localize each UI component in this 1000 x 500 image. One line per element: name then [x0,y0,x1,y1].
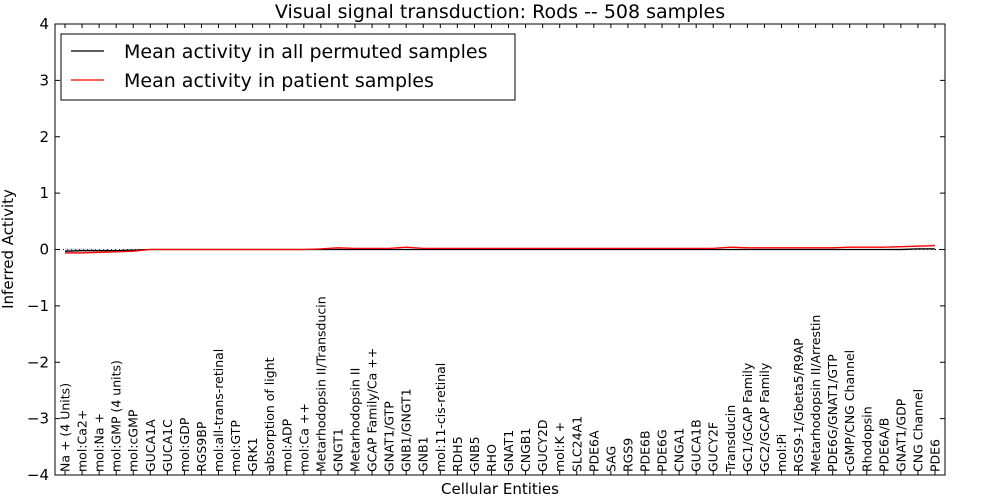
y-tick-label: −4 [27,466,49,484]
x-tick-label: absorption of light [262,357,277,472]
x-tick-label: mol:all-trans-retinal [211,349,226,472]
x-tick-label: GUCA1C [160,419,175,472]
x-tick-label: PDE6A/B [876,418,891,472]
x-tick-label: PDE6A [586,430,601,472]
x-tick-label: mol:GMP (4 units) [109,360,124,472]
x-tick-label: Na + (4 Units) [58,383,73,472]
legend-label: Mean activity in all permuted samples [124,41,487,63]
x-tick-label: mol:Ca2+ [75,410,90,472]
x-tick-label: GUCA1A [143,419,158,472]
y-tick-label: −2 [27,353,49,371]
legend-label: Mean activity in patient samples [124,70,434,92]
x-tick-label: GUCA1B [689,419,704,472]
x-tick-label: cGMP/CNG Channel [842,350,857,472]
y-tick-label: 2 [39,128,49,146]
y-tick-label: 1 [39,184,49,202]
x-tick-label: Metarhodopsin II/Transducin [313,296,328,472]
x-tick-label: RHO [484,444,499,472]
x-tick-label: Metarhodopsin II [348,368,363,472]
x-tick-label: CNG Channel [910,389,925,472]
x-tick-label: SLC24A1 [569,416,584,472]
x-tick-label: PDE6 [928,439,943,472]
x-tick-label: GNAT1/GTP [382,401,397,472]
x-tick-label: RDH5 [450,436,465,472]
x-tick-label: PDE6B [638,430,653,472]
x-axis-title: Cellular Entities [441,480,559,498]
y-tick-label: 0 [39,241,49,259]
x-tick-label: RGS9 [620,438,635,472]
x-tick-label: mol:11-cis-retinal [433,363,448,472]
plot-area: −4 −3 −2 −1 0 1 2 3 4 Na + (4 Units)mol:Ca2+mol:N… [27,15,946,484]
x-tick-label: mol:Na + [92,413,107,472]
x-tick-label: GNB5 [467,436,482,472]
x-tick-label: mol:Ca ++ [296,403,311,472]
x-tick-label: GUCY2D [535,419,550,472]
series-line [65,244,936,254]
y-tick-label: 4 [39,15,49,33]
x-tick-label: GC1/GCAP Family [740,362,755,472]
legend: Mean activity in all permuted samplesMea… [60,33,516,101]
y-tick-label: −1 [27,297,49,315]
x-tick-label: GNAT1 [501,430,516,472]
x-tick-label: GNGT1 [330,428,345,472]
y-axis-title: Inferred Activity [0,189,17,309]
x-tick-label: GNAT1/GDP [893,398,908,472]
x-tick-label: mol:GDP [177,417,192,472]
x-tick-label: GNB1 [416,436,431,472]
y-tick-label: 3 [39,71,49,89]
x-tick-label: mol:Pi [774,434,789,472]
x-tick-label: PDE6G [655,429,670,472]
x-tick-label: PDE6G/GNAT1/GTP [825,354,840,472]
x-tick-label: mol:cGMP [126,409,141,472]
x-tick-label: Metarhodopsin II/Arrestin [808,315,823,472]
x-tick-label: RGS9BP [194,421,209,472]
x-tick-label: GRK1 [245,437,260,472]
x-tick-label: RGS9-1/Gbeta5/R9AP [791,338,806,472]
x-tick-label: CNGB1 [518,428,533,472]
x-tick-label: mol:ADP [279,418,294,472]
x-tick-label: GC2/GCAP Family [757,362,772,472]
x-tick-label: Transducin [723,405,738,473]
y-tick-label: −3 [27,410,49,428]
x-tick-label: Rhodopsin [859,406,874,472]
x-tick-label: mol:K + [552,422,567,472]
chart-title: Visual signal transduction: Rods -- 508 … [275,1,725,23]
x-tick-label: GNB1/GNGT1 [399,388,414,472]
x-tick-label: GUCY2F [706,422,721,472]
x-tick-label: mol:GTP [228,420,243,472]
x-tick-label: SAG [603,446,618,472]
x-tick-label: CNGA1 [672,428,687,472]
legend-box [60,33,516,101]
x-tick-label: GCAP Family/Ca ++ [365,348,380,472]
